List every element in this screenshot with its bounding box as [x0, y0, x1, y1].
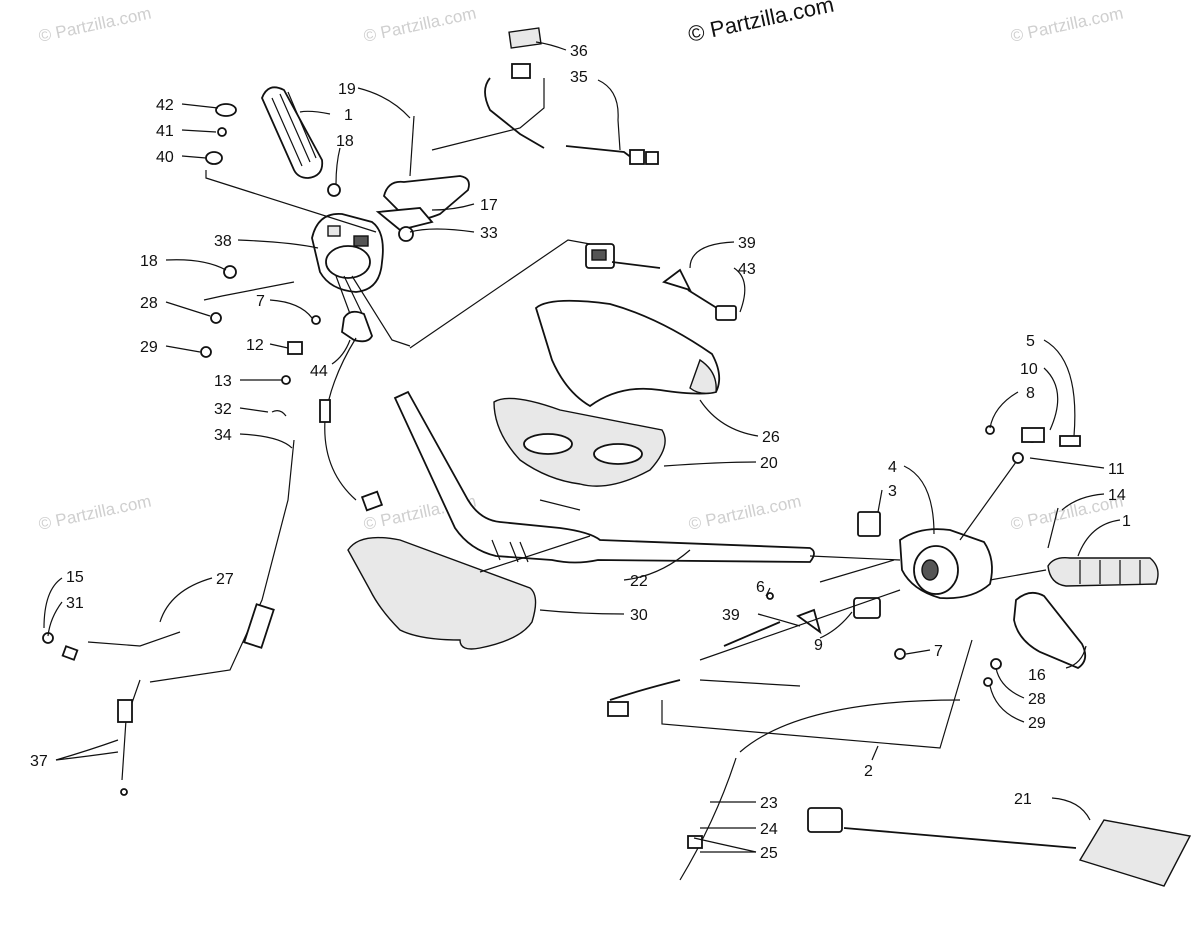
callout-29-right: 29	[1028, 715, 1046, 732]
callout-1-right: 1	[1122, 513, 1131, 530]
callout-24: 24	[760, 821, 778, 838]
callout-28-right: 28	[1028, 691, 1046, 708]
callout-17: 17	[480, 197, 498, 214]
callout-23: 23	[760, 795, 778, 812]
watermark-top-left: © Partzilla.com	[37, 4, 153, 46]
callout-39-lower: 39	[722, 607, 740, 624]
brake-cable-part	[607, 679, 961, 881]
callout-40: 40	[156, 149, 174, 166]
watermark-mid-left: © Partzilla.com	[37, 492, 153, 534]
callout-41: 41	[156, 123, 174, 140]
callout-43: 43	[738, 261, 756, 278]
callout-2: 2	[864, 763, 873, 780]
callout-39-top: 39	[738, 235, 756, 252]
callout-8: 8	[1026, 385, 1035, 402]
callout-14: 14	[1108, 487, 1126, 504]
callout-12: 12	[246, 337, 264, 354]
foam-pad-part	[493, 397, 666, 487]
callout-31: 31	[66, 595, 84, 612]
throttle-box-part	[319, 310, 384, 512]
callout-18-top: 18	[336, 133, 354, 150]
assembly-lines	[203, 78, 1047, 749]
callout-42: 42	[156, 97, 174, 114]
watermark-top-main: © Partzilla.com	[686, 0, 836, 47]
brake-lever-part	[1013, 591, 1087, 670]
bolt-part	[409, 115, 1059, 549]
callout-21: 21	[1014, 791, 1032, 808]
callout-10: 10	[1020, 361, 1038, 378]
callout-28-left: 28	[140, 295, 158, 312]
callout-7-right: 7	[934, 643, 943, 660]
callout-5: 5	[1026, 333, 1035, 350]
callout-26: 26	[762, 429, 780, 446]
callout-16: 16	[1028, 667, 1046, 684]
heater-element-part	[807, 807, 1192, 887]
leader-lines	[43, 41, 1121, 853]
left-switch-housing-part	[311, 213, 411, 347]
callout-6: 6	[756, 579, 765, 596]
callout-36: 36	[570, 43, 588, 60]
callout-29-left: 29	[140, 339, 158, 356]
watermark-mid-center2: © Partzilla.com	[687, 492, 803, 534]
callout-38: 38	[214, 233, 232, 250]
wiring-harness-part	[484, 27, 659, 165]
callouts: 36 35 19 42 1 41 18 40 17 38 33 39 43 18…	[30, 43, 1131, 862]
callout-30: 30	[630, 607, 648, 624]
callout-44: 44	[310, 363, 328, 380]
kill-switch-part	[585, 243, 737, 321]
pad-cover-part	[534, 299, 721, 408]
callout-7-left: 7	[256, 293, 265, 310]
callout-32: 32	[214, 401, 232, 418]
callout-13: 13	[214, 373, 232, 390]
left-throttle-cable-part	[61, 439, 295, 781]
callout-9: 9	[814, 637, 823, 654]
right-grip-part	[1047, 556, 1159, 587]
callout-27: 27	[216, 571, 234, 588]
watermark-top-right: © Partzilla.com	[1009, 4, 1125, 46]
left-grip-part	[261, 86, 324, 179]
callout-19: 19	[338, 81, 356, 98]
throttle-lever-part	[375, 175, 470, 231]
hardware-part	[42, 103, 1081, 796]
callout-4: 4	[888, 459, 897, 476]
right-switch-housing-part	[899, 528, 993, 600]
callout-22: 22	[630, 573, 648, 590]
lower-pad-part	[347, 536, 537, 650]
dimmer-switch-part	[723, 511, 881, 647]
callout-35: 35	[570, 69, 588, 86]
watermark-top-center: © Partzilla.com	[362, 4, 478, 46]
handlebar-part	[393, 390, 815, 564]
callout-1-left: 1	[344, 107, 353, 124]
callout-15: 15	[66, 569, 84, 586]
callout-37: 37	[30, 753, 48, 770]
callout-11: 11	[1108, 461, 1125, 478]
callout-25: 25	[760, 845, 778, 862]
callout-18-left: 18	[140, 253, 158, 270]
callout-3: 3	[888, 483, 897, 500]
callout-34: 34	[214, 427, 232, 444]
callout-33: 33	[480, 225, 498, 242]
callout-20: 20	[760, 455, 778, 472]
